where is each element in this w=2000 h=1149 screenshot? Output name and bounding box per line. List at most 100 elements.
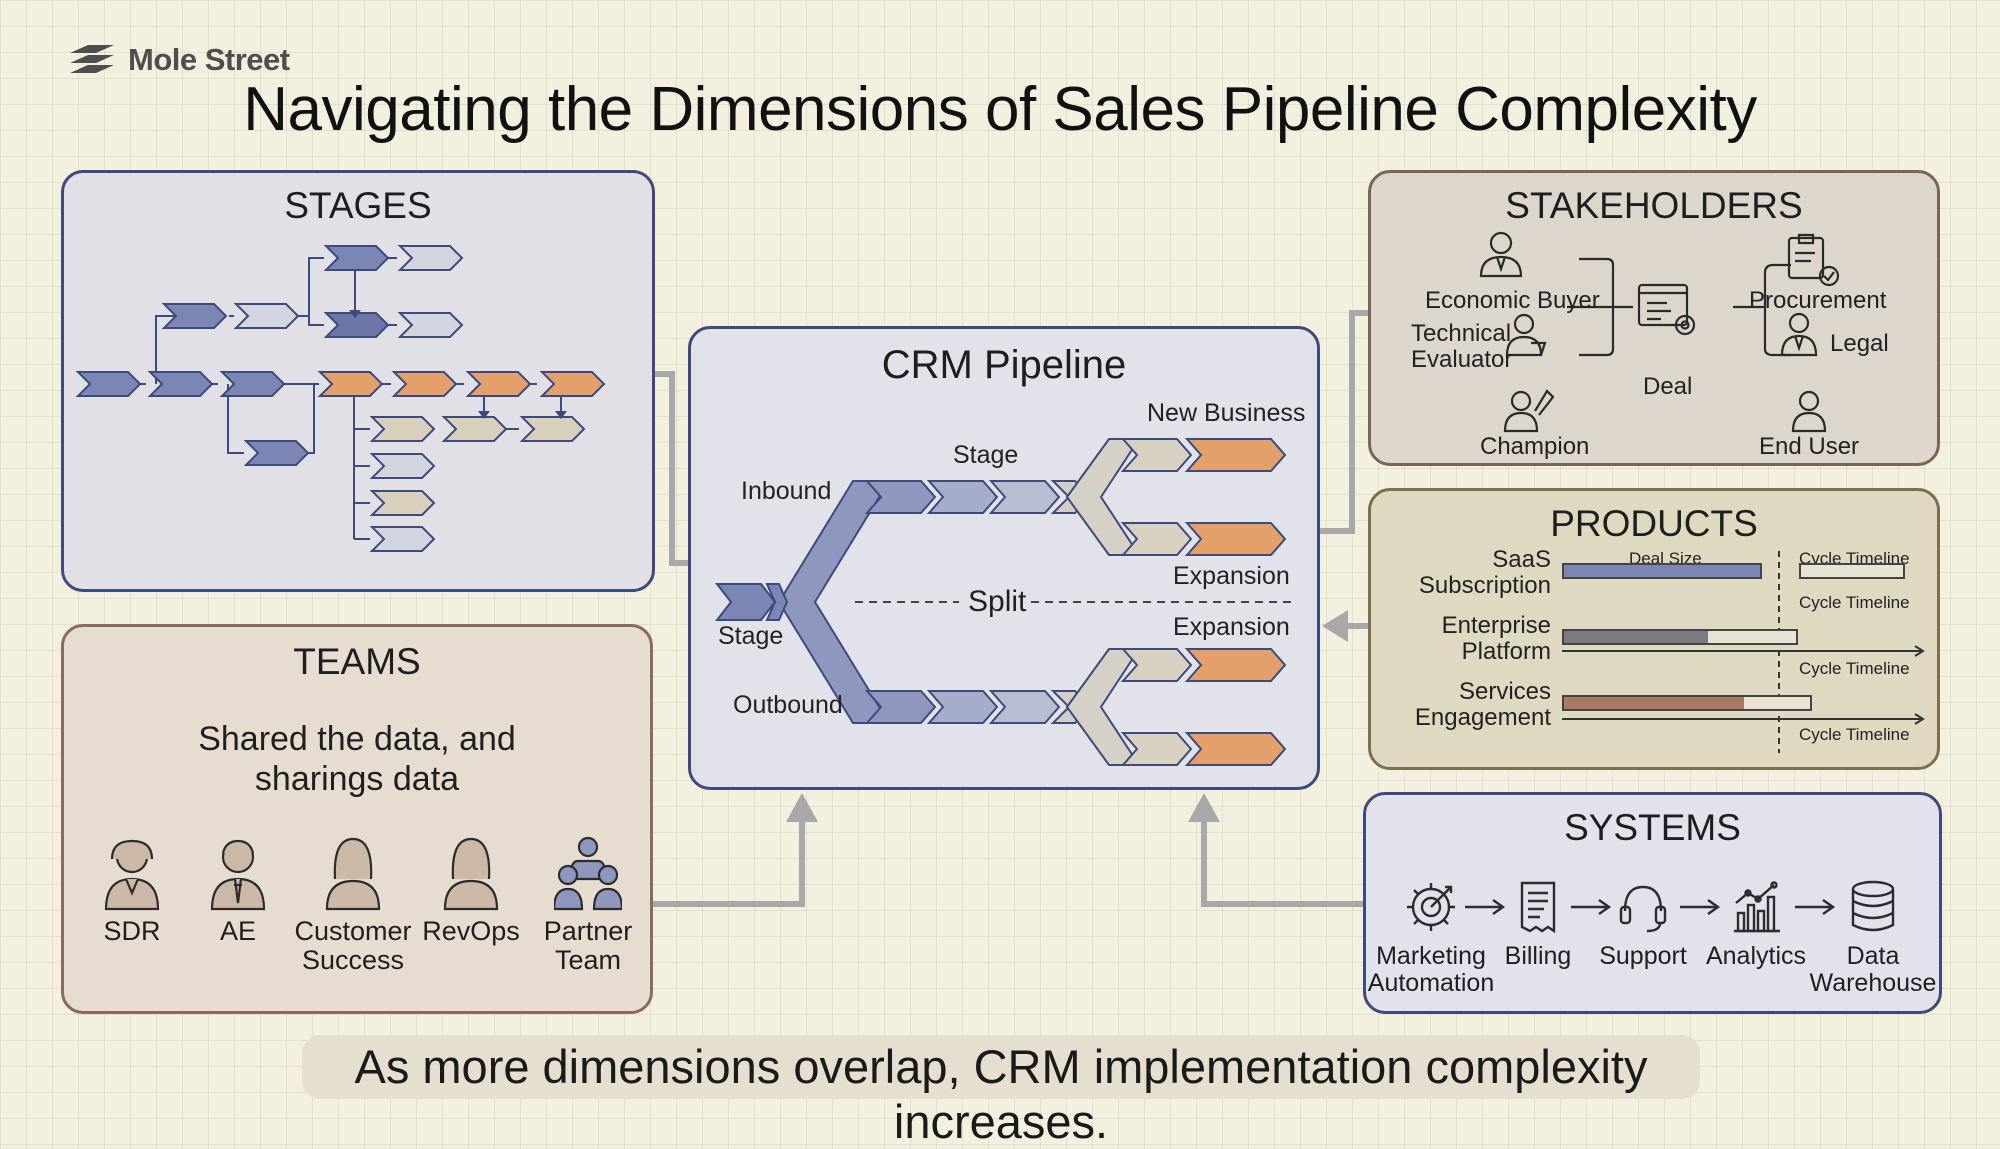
caption-banner: As more dimensions overlap, CRM implemen… <box>302 1035 1700 1148</box>
deal-size-bar <box>1562 563 1762 579</box>
crm-entry-chevron <box>714 583 777 621</box>
connector-stakeholders-crm <box>1320 310 1368 534</box>
connector-systems-crm <box>1201 820 1363 907</box>
team-member-label: RevOps <box>391 917 551 946</box>
brand-logo: Mole Street <box>66 40 290 80</box>
system-label: Support <box>1573 943 1713 970</box>
stakeholders-panel: STAKEHOLDERS <box>1368 170 1940 466</box>
end-user-label: End User <box>1759 433 1860 460</box>
gear-target-icon <box>1407 883 1455 931</box>
deal-size-bar-fill <box>1564 697 1744 709</box>
economic-buyer-icon <box>1479 231 1523 278</box>
technical-evaluator-label-line2: Evaluator <box>1411 346 1513 373</box>
arrow-right-icon <box>1570 899 1611 915</box>
deal-size-bar-fill <box>1564 565 1760 577</box>
champion-label: Champion <box>1480 433 1590 460</box>
products-title: PRODUCTS <box>1550 503 1758 544</box>
caption-text: As more dimensions overlap, CRM implemen… <box>354 1040 1648 1148</box>
champion-icon <box>1503 389 1555 433</box>
team-member-name-line2: Team <box>554 945 622 975</box>
crm-title: CRM Pipeline <box>881 343 1127 387</box>
teams-panel: TEAMS Shared the data, and sharings data… <box>61 624 653 1014</box>
team-member-name: SDR <box>103 916 161 946</box>
crm-inbound-label: Inbound <box>741 477 832 505</box>
procurement-label: Procurement <box>1749 287 1887 314</box>
legal-icon <box>1780 312 1818 357</box>
procurement-icon <box>1787 233 1840 287</box>
logo-stripes-icon <box>70 45 114 73</box>
cycle-timeline-label: Cycle Timeline <box>1799 725 1910 744</box>
headset-icon <box>1619 885 1667 933</box>
crm-stage-top-label: Stage <box>953 441 1019 469</box>
product-name-line2: Subscription <box>1418 572 1551 599</box>
end-user-icon <box>1791 390 1827 433</box>
male-tie-user-icon <box>210 839 266 911</box>
stakeholders-title: STAKEHOLDERS <box>1505 185 1803 226</box>
product-name-line1: Services <box>1458 678 1551 705</box>
system-name: Marketing <box>1376 942 1486 970</box>
technical-evaluator-label-line1: Technical <box>1411 320 1512 347</box>
crm-outbound-label: Outbound <box>733 691 843 719</box>
analytics-chart-icon <box>1734 881 1780 933</box>
teams-description-line1: Shared the data, and <box>198 720 516 758</box>
invoice-icon <box>1520 881 1556 934</box>
team-member-name: RevOps <box>422 916 520 946</box>
system-name-line2: Automation <box>1367 969 1495 997</box>
crm-expansion-label-2: Expansion <box>1173 613 1290 641</box>
product-name-line1: Enterprise <box>1441 612 1551 639</box>
cycle-timeline-label: Cycle Timeline <box>1799 593 1910 612</box>
legal-label: Legal <box>1830 330 1889 357</box>
group-icon <box>554 836 622 911</box>
system-name: Support <box>1599 942 1687 970</box>
cycle-timeline-label: Cycle Timeline <box>1799 659 1910 678</box>
arrowhead-products <box>1322 610 1348 642</box>
system-name: Analytics <box>1705 942 1807 970</box>
system-label: Analytics <box>1686 943 1826 970</box>
system-name-line2: Warehouse <box>1809 969 1937 997</box>
deal-icon <box>1637 283 1696 336</box>
arrowhead-systems <box>1188 793 1220 822</box>
economic-buyer-label: Economic Buyer <box>1425 287 1600 314</box>
cycle-timeline-bar <box>1799 563 1905 579</box>
arrow-right-icon <box>1464 899 1505 915</box>
product-name-line2: Engagement <box>1414 704 1551 731</box>
crm-pipeline-diagram <box>714 438 1297 766</box>
products-timeline-axes <box>1562 551 1925 753</box>
crm-new-business-label: New Business <box>1147 399 1306 427</box>
team-member-name: Partner <box>543 916 633 946</box>
connector-lines <box>653 310 1368 907</box>
crm-split-shape <box>777 480 891 724</box>
deal-label: Deal <box>1643 373 1693 400</box>
brand-name: Mole Street <box>128 42 290 77</box>
product-name-line2: Platform <box>1461 638 1551 665</box>
crm-split-label: Split <box>968 585 1027 618</box>
database-icon <box>1851 880 1895 932</box>
teams-description: Shared the data, and sharings data <box>64 719 650 799</box>
female-user-icon <box>443 837 499 911</box>
systems-title: SYSTEMS <box>1564 807 1741 848</box>
stages-flow-diagram <box>77 245 605 552</box>
arrow-right-icon <box>1794 899 1835 915</box>
deal-size-bar-fill <box>1564 631 1708 643</box>
page-title: Navigating the Dimensions of Sales Pipel… <box>243 75 1757 144</box>
team-member-name-line2: Success <box>301 945 405 975</box>
team-member-label: AE <box>158 917 318 946</box>
team-member-label: SDR <box>52 917 212 946</box>
female-user-icon <box>325 837 381 911</box>
team-member-name: AE <box>219 916 257 946</box>
deal-size-bar <box>1562 695 1812 711</box>
arrow-right-icon <box>1679 899 1720 915</box>
crm-pipeline-panel: CRM Pipeline Stage Inbound <box>688 326 1320 790</box>
crm-stage-left-label: Stage <box>718 622 784 650</box>
system-label: Billing <box>1468 943 1608 970</box>
stages-title: STAGES <box>284 185 432 226</box>
team-member-name: Customer <box>294 916 412 946</box>
arrowhead-teams <box>786 793 818 822</box>
male-user-icon <box>104 839 160 911</box>
